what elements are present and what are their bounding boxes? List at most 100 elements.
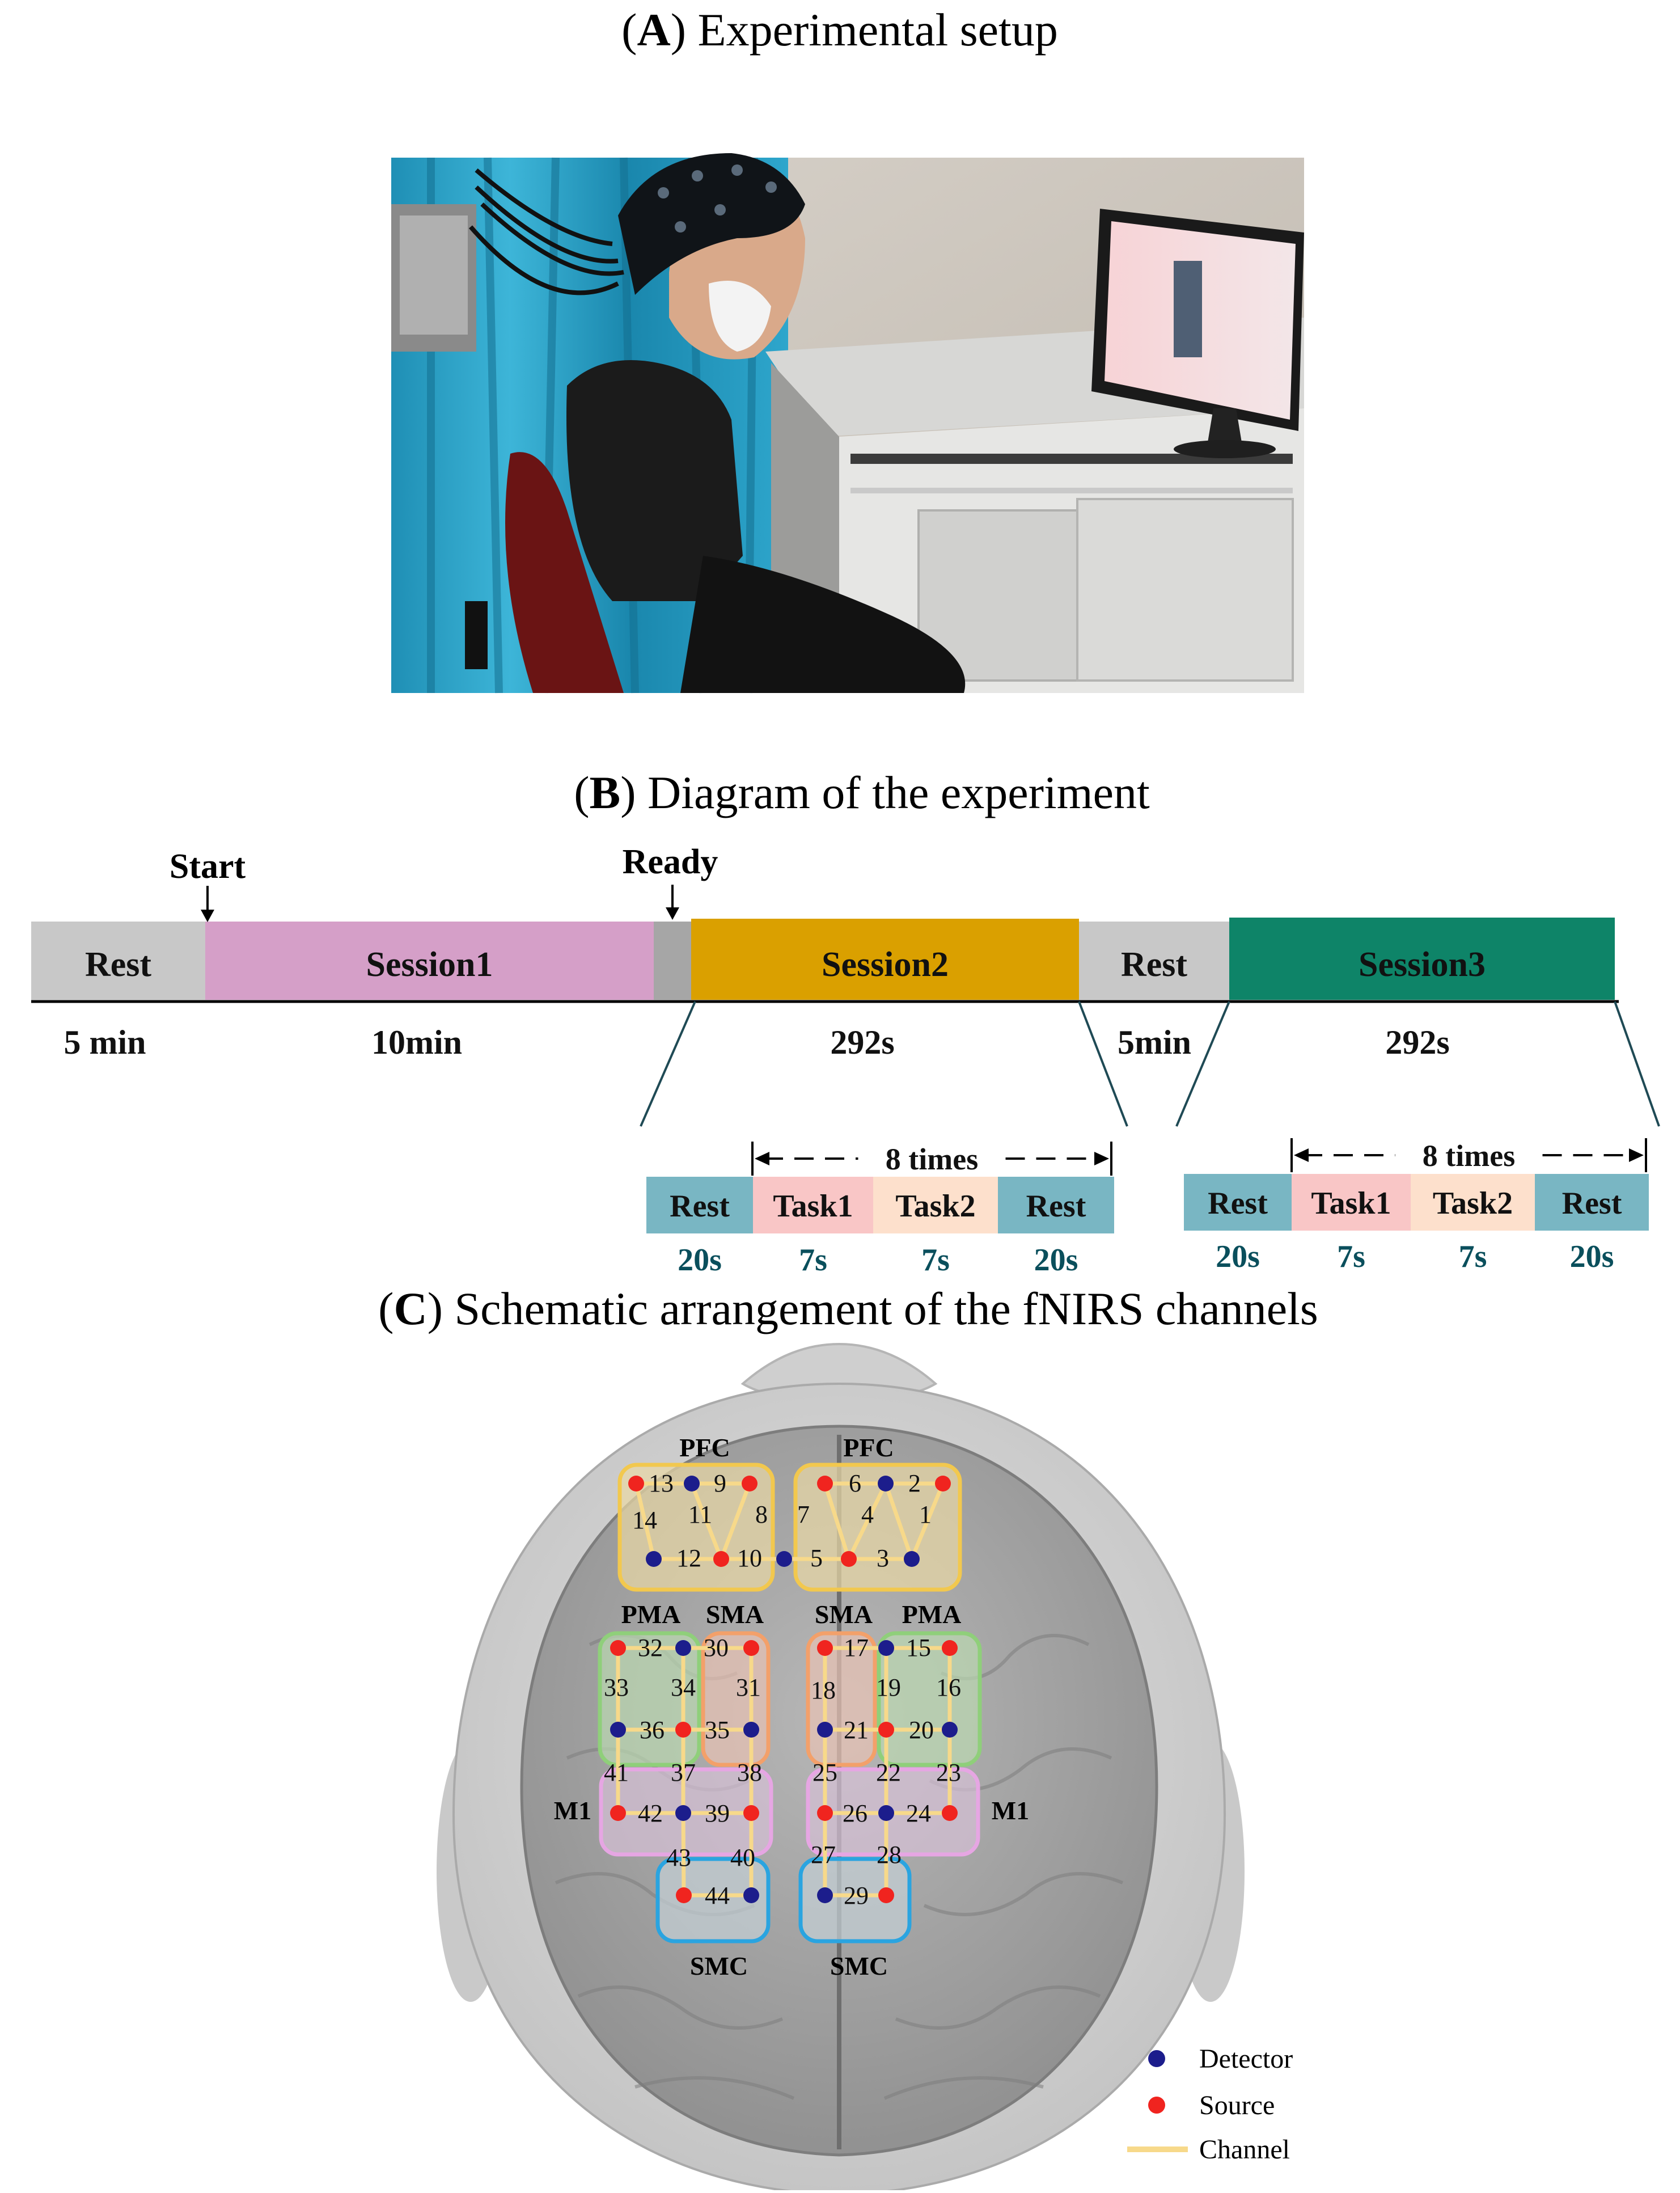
timeline-block-gap-2 [654, 922, 691, 1000]
channel-label: 37 [671, 1759, 696, 1786]
channel-label: 2 [908, 1469, 921, 1497]
timeline-block-rest-4: Rest [1079, 922, 1229, 1000]
timeline-block-session1-1: Session1 [205, 922, 654, 1000]
sub-block-label: Task2 [1433, 1186, 1513, 1221]
timeline-duration-label: 5 min [64, 1024, 146, 1061]
ready-label: Ready [623, 843, 718, 881]
source-optode [675, 1722, 691, 1738]
region-label-pfc-right: PFC [843, 1433, 894, 1462]
region-label-pma-left: PMA [621, 1600, 681, 1629]
optodes [610, 1476, 958, 1903]
main-block-durations: 5 min 10min 292s 5min 292s [64, 1024, 1449, 1061]
region-boxes [598, 1463, 982, 1943]
start-label: Start [170, 847, 246, 886]
channel-label: 39 [705, 1799, 730, 1827]
channel-label: 24 [906, 1799, 931, 1827]
ready-arrow [666, 885, 679, 920]
timeline-block-rest-0: Rest [31, 922, 205, 1000]
channel-label: 43 [666, 1844, 691, 1871]
repeat-arrow: 8 times [1290, 1138, 1647, 1173]
timeline-duration-label: 10min [371, 1024, 462, 1061]
channel-label: 32 [638, 1634, 663, 1662]
channel-line [689, 1482, 723, 1560]
detector-optode [904, 1551, 920, 1567]
channel-label: 18 [811, 1676, 836, 1704]
timeline-duration-label: 5min [1118, 1024, 1191, 1061]
panel-a-title-text: Experimental setup [698, 4, 1058, 56]
channel-label: 28 [877, 1841, 902, 1869]
channel-line [681, 1812, 686, 1896]
detector-optode [878, 1805, 894, 1821]
channel-line [823, 1482, 851, 1560]
source-optode [841, 1551, 857, 1567]
panel-b-letter: B [590, 767, 621, 818]
channel-label: 20 [909, 1716, 934, 1744]
panel-a-letter: A [637, 4, 670, 56]
timeline-duration-label: 292s [830, 1024, 894, 1061]
channel-line [883, 1482, 914, 1560]
source-optode [817, 1805, 833, 1821]
repeat-label: 8 times [1423, 1139, 1515, 1173]
channel-label: 22 [876, 1759, 901, 1786]
legend-source-label: Source [1199, 2090, 1275, 2120]
channel-label: 21 [844, 1716, 869, 1744]
channel-label: 41 [604, 1759, 629, 1786]
region-label-smc-left: SMC [690, 1951, 748, 1980]
channel-label: 9 [714, 1469, 726, 1497]
detector-optode [684, 1476, 700, 1491]
timeline-block-label: Session2 [822, 945, 949, 984]
zoom-line-session3-left [1175, 1001, 1230, 1127]
panel-c-title-text: Schematic arrangement of the fNIRS chann… [455, 1283, 1318, 1334]
timeline-block-label: Session3 [1359, 945, 1486, 984]
channel-label: 12 [676, 1544, 701, 1572]
channel-label: 26 [843, 1799, 867, 1827]
channel-label: 44 [705, 1882, 730, 1909]
detector-optode [743, 1722, 759, 1738]
sub-block-label: Rest [1026, 1189, 1086, 1224]
zoom-line-session3-right [1614, 1001, 1660, 1127]
sub-block-label: Task1 [773, 1189, 853, 1224]
channel-line [634, 1483, 656, 1560]
start-arrow [201, 886, 214, 922]
timeline-block-label: Session1 [366, 945, 493, 984]
channel-label: 5 [810, 1544, 823, 1572]
source-optode [942, 1805, 958, 1821]
channel-lines [616, 1481, 952, 1898]
region-label-pma-right: PMA [902, 1600, 962, 1629]
legend-channel-label: Channel [1199, 2135, 1290, 2165]
sub-block-duration: 7s [1337, 1239, 1365, 1274]
channel-label: 38 [737, 1759, 762, 1786]
channel-line [909, 1482, 945, 1560]
source-optode [935, 1476, 951, 1491]
channel-label: 4 [861, 1501, 874, 1528]
legend: Detector Source Channel [1127, 2044, 1293, 2165]
source-optode [742, 1476, 758, 1491]
channel-line [719, 1482, 752, 1560]
timeline-duration-label: 292s [1385, 1024, 1449, 1061]
channel-label: 6 [849, 1469, 861, 1497]
detector-optode [942, 1722, 958, 1738]
source-optode [817, 1476, 833, 1491]
channel-line [847, 1482, 888, 1560]
source-optode [610, 1640, 626, 1656]
detector-optode [878, 1476, 894, 1491]
detector-optode [675, 1640, 691, 1656]
sub-block-duration: 20s [1570, 1239, 1614, 1274]
source-optode [878, 1887, 894, 1903]
channel-label: 10 [737, 1544, 762, 1572]
channel-label: 25 [813, 1759, 837, 1786]
region-label-smc-right: SMC [830, 1951, 888, 1980]
detector-optode [610, 1722, 626, 1738]
panel-b-title: (B) Diagram of the experiment [574, 767, 1150, 818]
channel-label: 19 [876, 1674, 901, 1701]
